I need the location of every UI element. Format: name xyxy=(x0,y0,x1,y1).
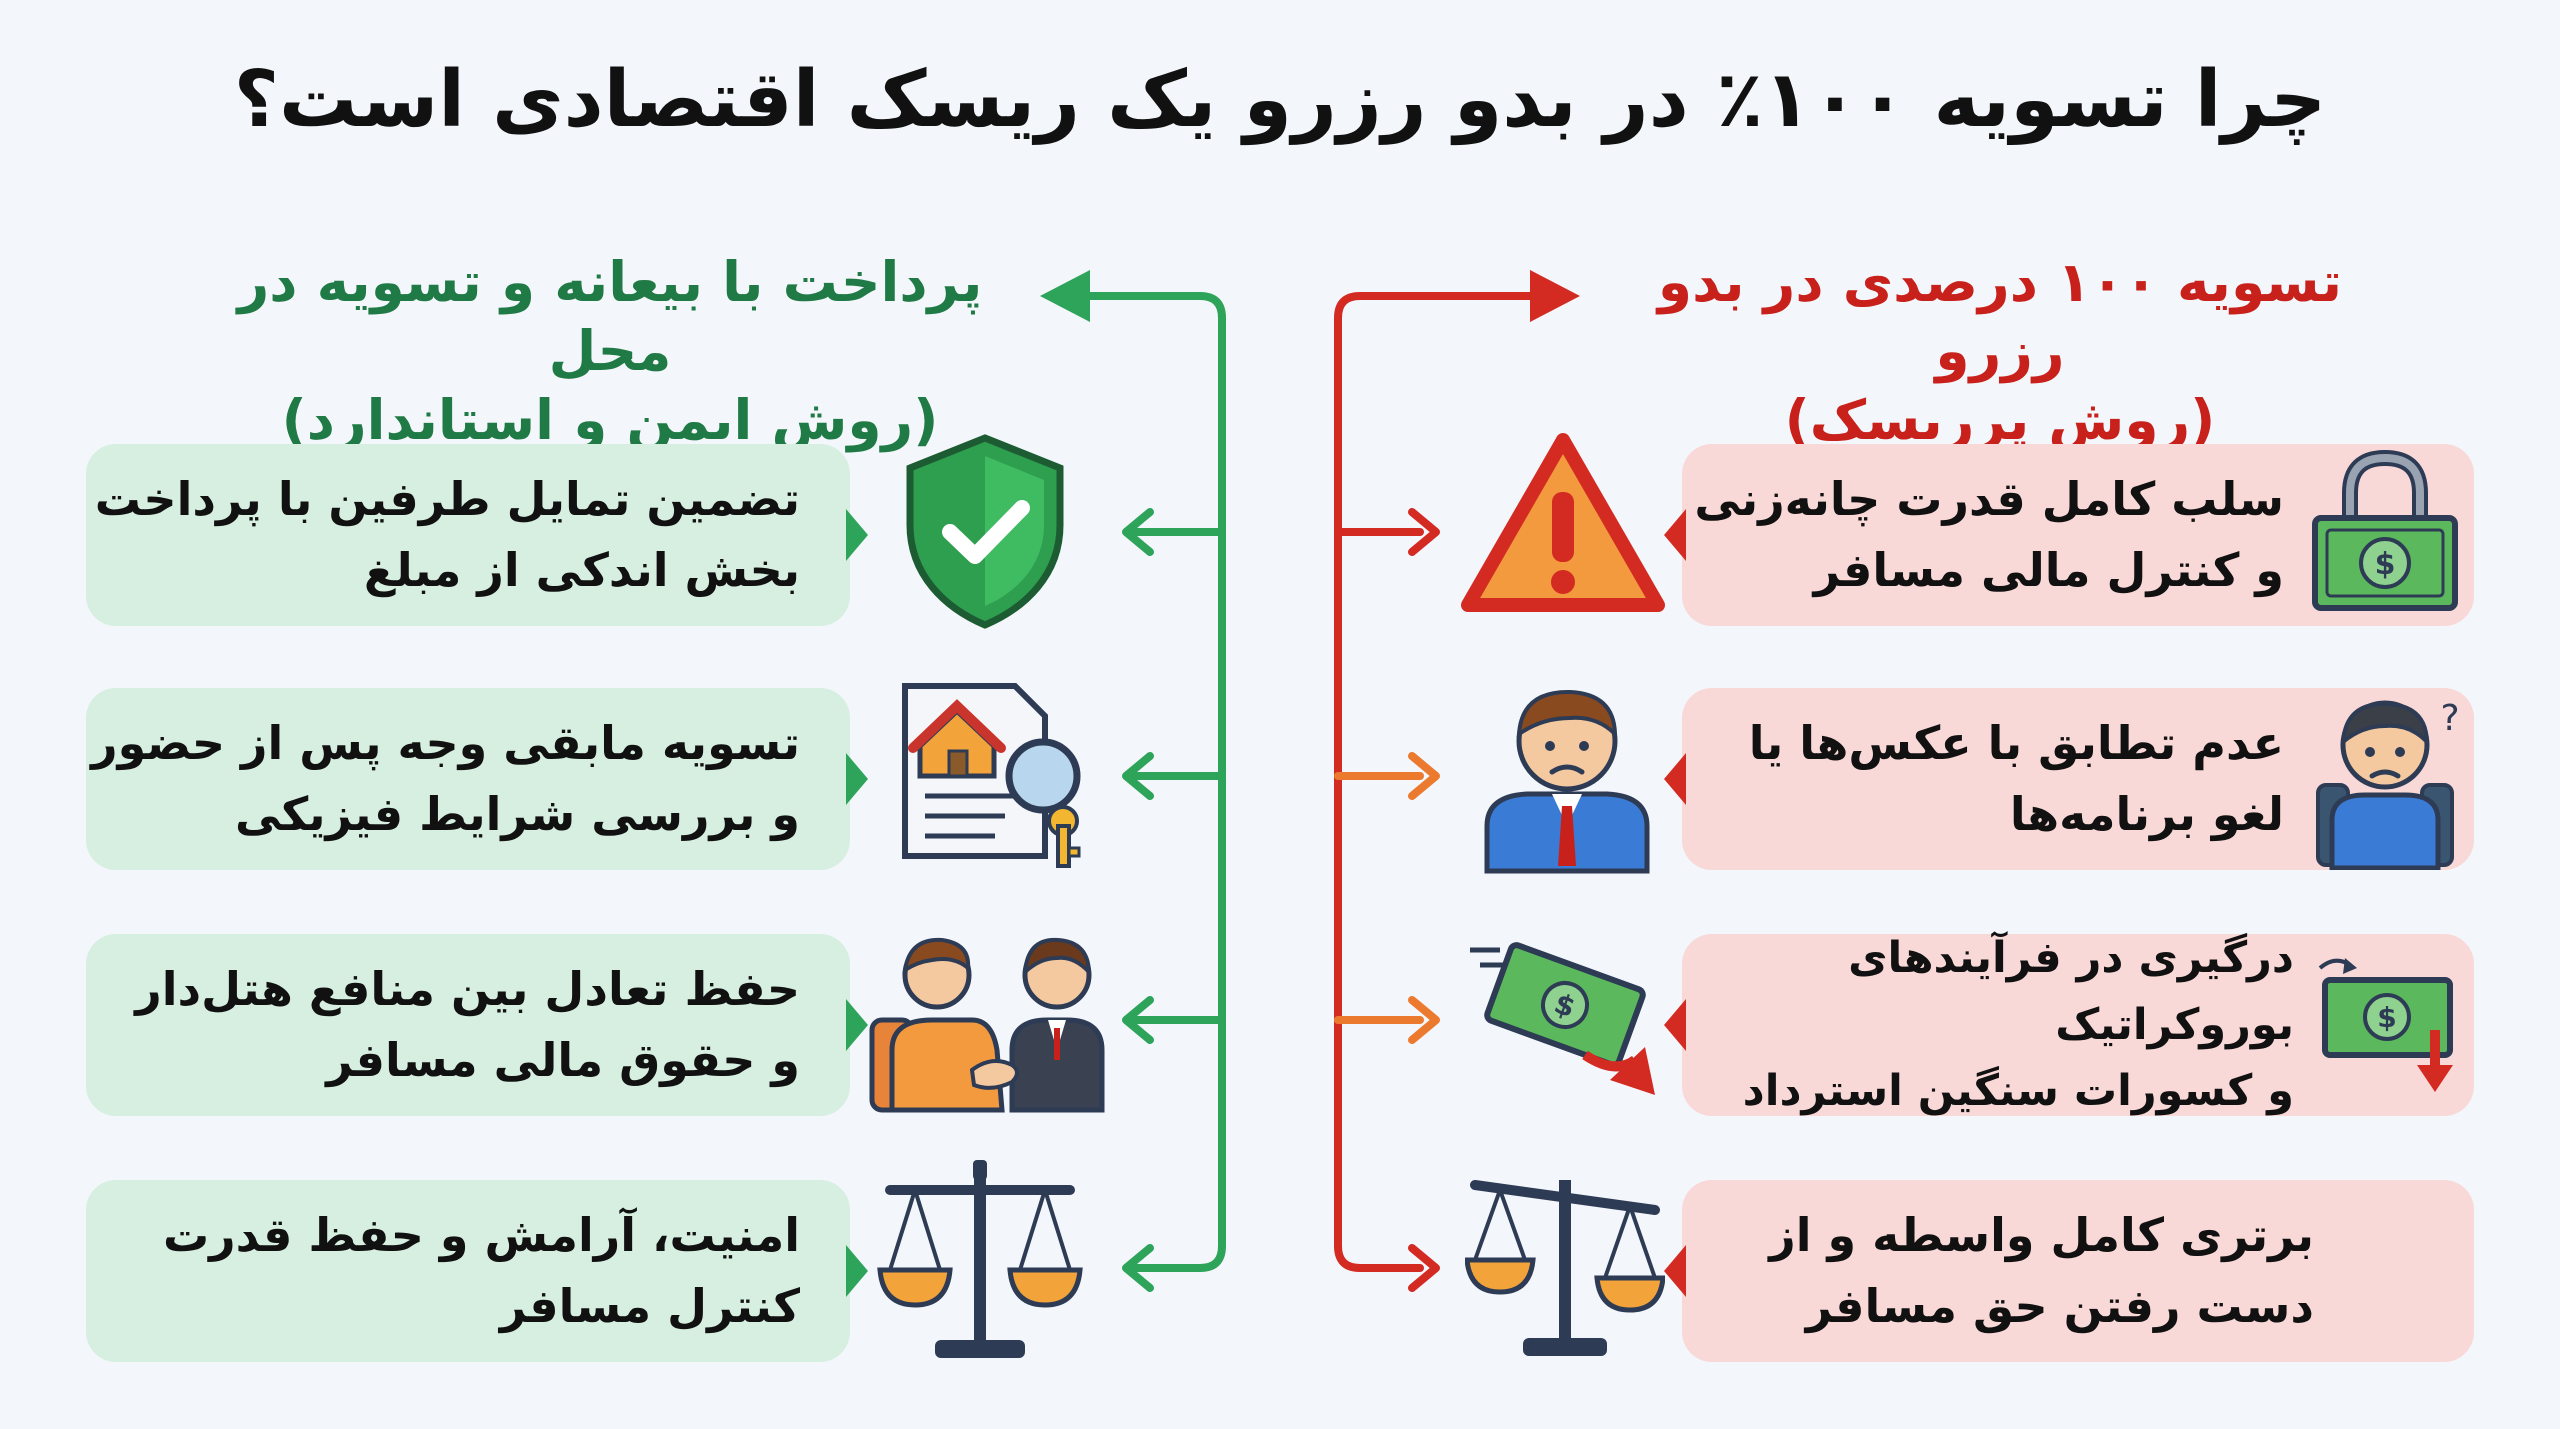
flying-money-icon: $ xyxy=(1470,942,1655,1095)
green-connector xyxy=(1068,292,1226,1272)
right-card-4: برتری کامل واسطه و از دست رفتن حق مسافر xyxy=(1664,1180,2474,1362)
right-column-heading: تسویه ۱۰۰ درصدی در بدو رزرو (روش پرریسک) xyxy=(1620,248,2380,454)
confused-traveler-icon: ? xyxy=(2316,698,2460,870)
tilted-scale-icon xyxy=(1465,1180,1665,1356)
house-document-key-icon xyxy=(902,683,1081,868)
left-card-1: تضمین تمایل طرفین با پرداخت بخش اندکی از… xyxy=(86,444,868,626)
left-heading-subtitle: (روش ایمن و استاندارد) xyxy=(281,387,939,452)
warning-triangle-icon xyxy=(1461,433,1665,612)
left-card-2: تسویه مابقی وجه پس از حضور و بررسی شرایط… xyxy=(86,688,868,870)
right-card-3-text: درگیری در فرآیندهای بوروکراتیک و کسورات … xyxy=(1742,933,2294,1117)
right-card-4-text: برتری کامل واسطه و از دست رفتن حق مسافر xyxy=(1769,1207,2314,1333)
green-arrowheads xyxy=(1040,270,1090,322)
left-card-3: حفظ تعادل بین منافع هتل‌دار و حقوق مالی … xyxy=(86,934,868,1116)
right-card-3: درگیری در فرآیندهای بوروکراتیک و کسورات … xyxy=(1664,933,2474,1116)
upset-man-icon xyxy=(1484,689,1650,874)
svg-text:$: $ xyxy=(2375,547,2396,582)
shield-check-icon xyxy=(906,434,1064,629)
balanced-scale-icon xyxy=(877,1160,1083,1358)
svg-text:$: $ xyxy=(2377,1001,2396,1034)
right-heading-title: تسویه ۱۰۰ درصدی در بدو رزرو xyxy=(1657,250,2343,383)
left-card-4-text: امنیت، آرامش و حفظ قدرت کنترل مسافر xyxy=(162,1207,800,1333)
left-card-2-text: تسویه مابقی وجه پس از حضور و بررسی شرایط… xyxy=(91,715,800,841)
money-down-icon: $ xyxy=(2318,958,2453,1092)
right-card-2-text: عدم تطابق با عکس‌ها یا لغو برنامه‌ها xyxy=(1748,715,2284,841)
left-card-1-text: تضمین تمایل طرفین با پرداخت بخش اندکی از… xyxy=(94,471,800,597)
right-heading-subtitle: (روش پرریسک) xyxy=(1784,387,2216,452)
left-card-3-text: حفظ تعادل بین منافع هتل‌دار و حقوق مالی … xyxy=(135,961,800,1087)
svg-text:?: ? xyxy=(2440,698,2459,739)
handshake-people-icon xyxy=(869,937,1105,1113)
locked-money-icon: $ xyxy=(2312,449,2458,611)
left-column-heading: پرداخت با بیعانه و تسویه در محل (روش ایم… xyxy=(170,248,1050,454)
left-card-4: امنیت، آرامش و حفظ قدرت کنترل مسافر xyxy=(86,1180,868,1362)
right-card-1-text: سلب کامل قدرت چانه‌زنی و کنترل مالی مساف… xyxy=(1694,471,2284,597)
page-title: چرا تسویه ۱۰۰٪ در بدو رزرو یک ریسک اقتصا… xyxy=(233,55,2327,145)
left-heading-title: پرداخت با بیعانه و تسویه در محل xyxy=(237,250,983,383)
